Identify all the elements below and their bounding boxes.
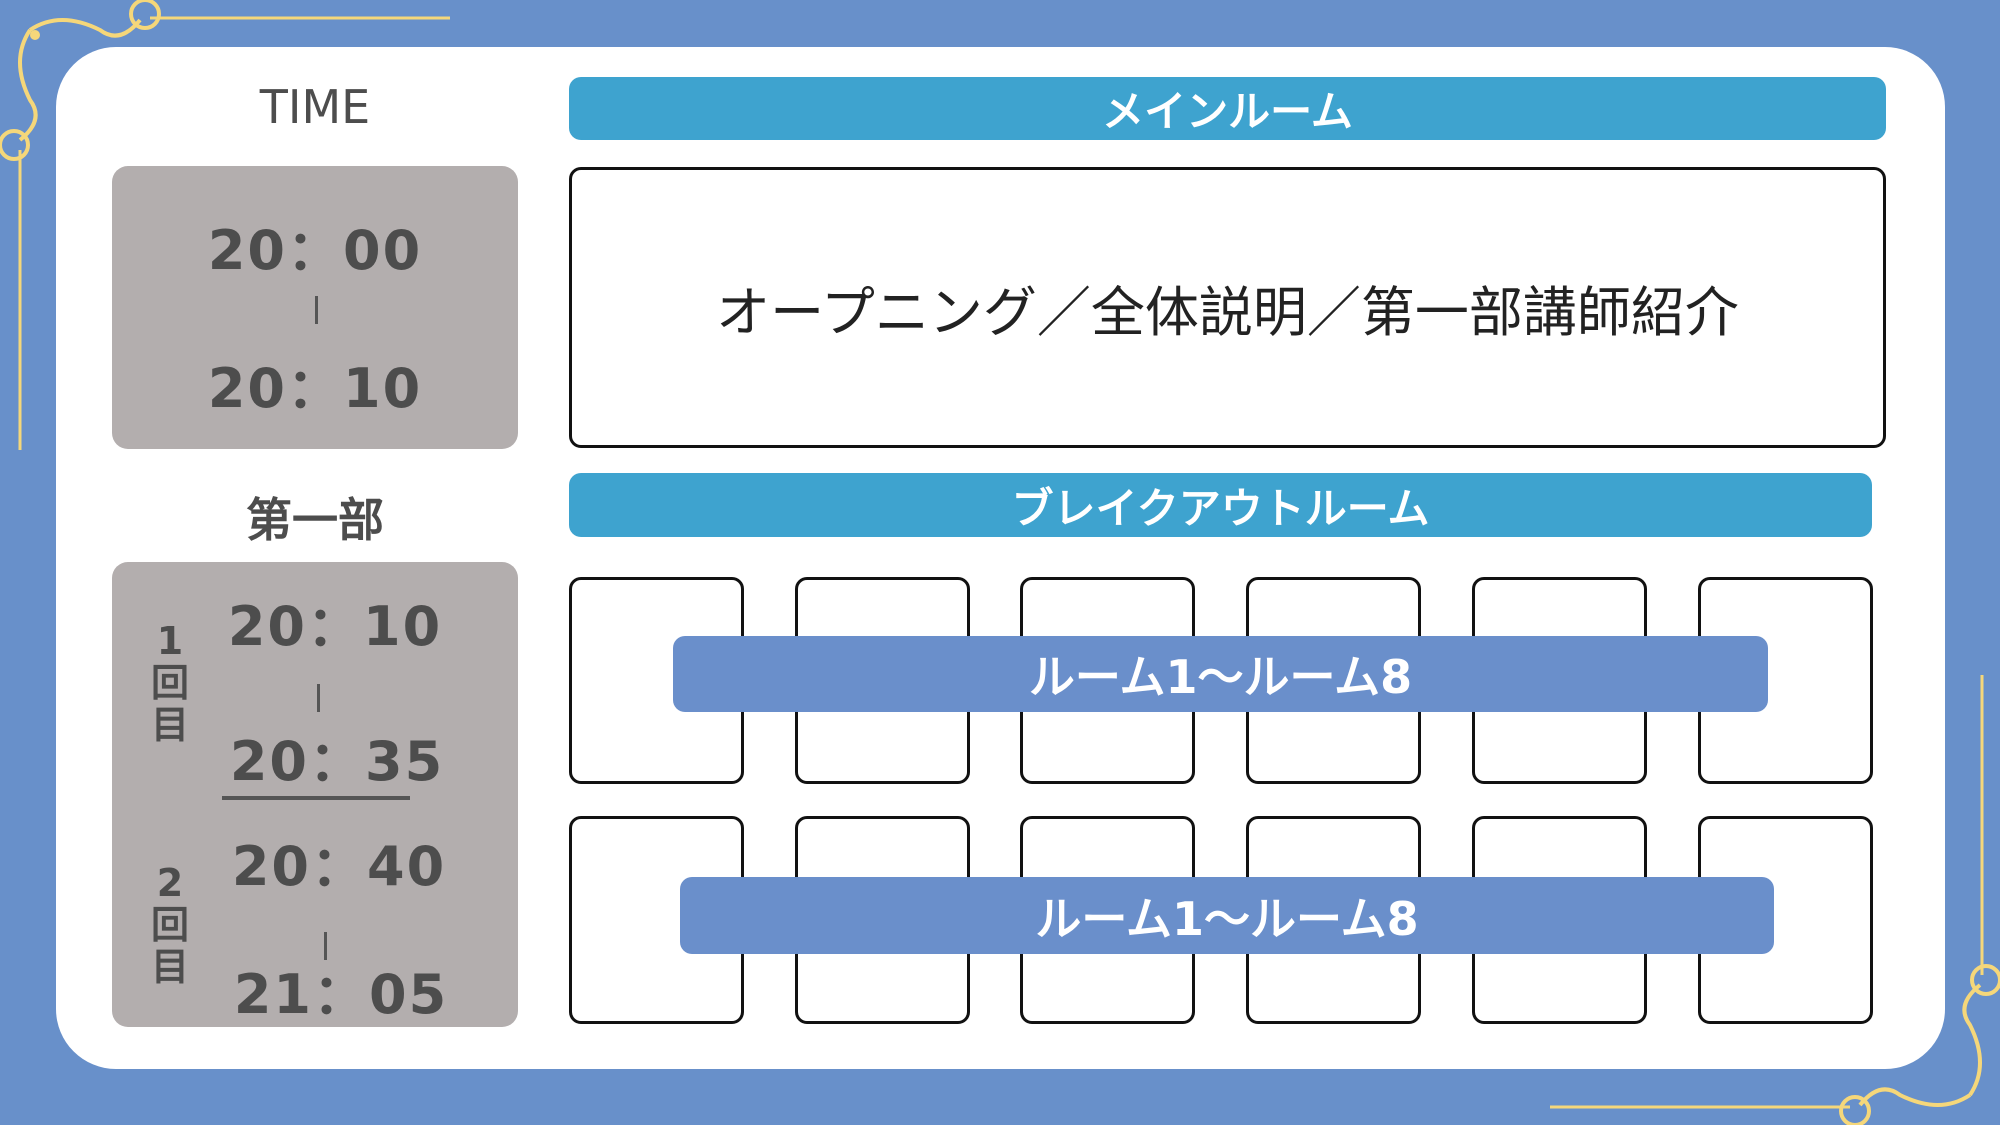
- part-label: 第一部: [246, 493, 384, 547]
- session-2-start: 20：40: [231, 835, 447, 898]
- session-divider: [222, 796, 410, 800]
- breakout-room-header: ブレイクアウトルーム: [569, 473, 1872, 537]
- ornament-top-left: [0, 0, 450, 450]
- session-1-label: 1回目: [150, 619, 189, 747]
- time-dash: [317, 684, 320, 712]
- ornament-bottom-right: [1550, 675, 2000, 1125]
- session-2-end: 21：05: [233, 963, 449, 1026]
- session-time-box: 1回目 20：10 20：35 2回目 20：40 21：05: [112, 562, 518, 1027]
- session-1-start: 20：10: [227, 595, 443, 658]
- main-room-box: オープニング／全体説明／第一部講師紹介: [569, 167, 1886, 448]
- opening-start-time: 20：00: [207, 219, 423, 282]
- session-1-end: 20：35: [229, 730, 445, 793]
- opening-time-box: 20：00 20：10: [112, 166, 518, 449]
- time-dash: [315, 296, 318, 324]
- session-2-label: 2回目: [150, 861, 189, 989]
- breakout-row-1-label: ルーム1〜ルーム8: [673, 636, 1768, 712]
- main-room-header: メインルーム: [569, 77, 1886, 140]
- opening-end-time: 20：10: [207, 357, 423, 420]
- time-dash: [324, 932, 327, 960]
- main-room-content: オープニング／全体説明／第一部講師紹介: [716, 281, 1739, 344]
- time-label: TIME: [259, 80, 371, 134]
- breakout-row-2-label: ルーム1〜ルーム8: [680, 877, 1774, 954]
